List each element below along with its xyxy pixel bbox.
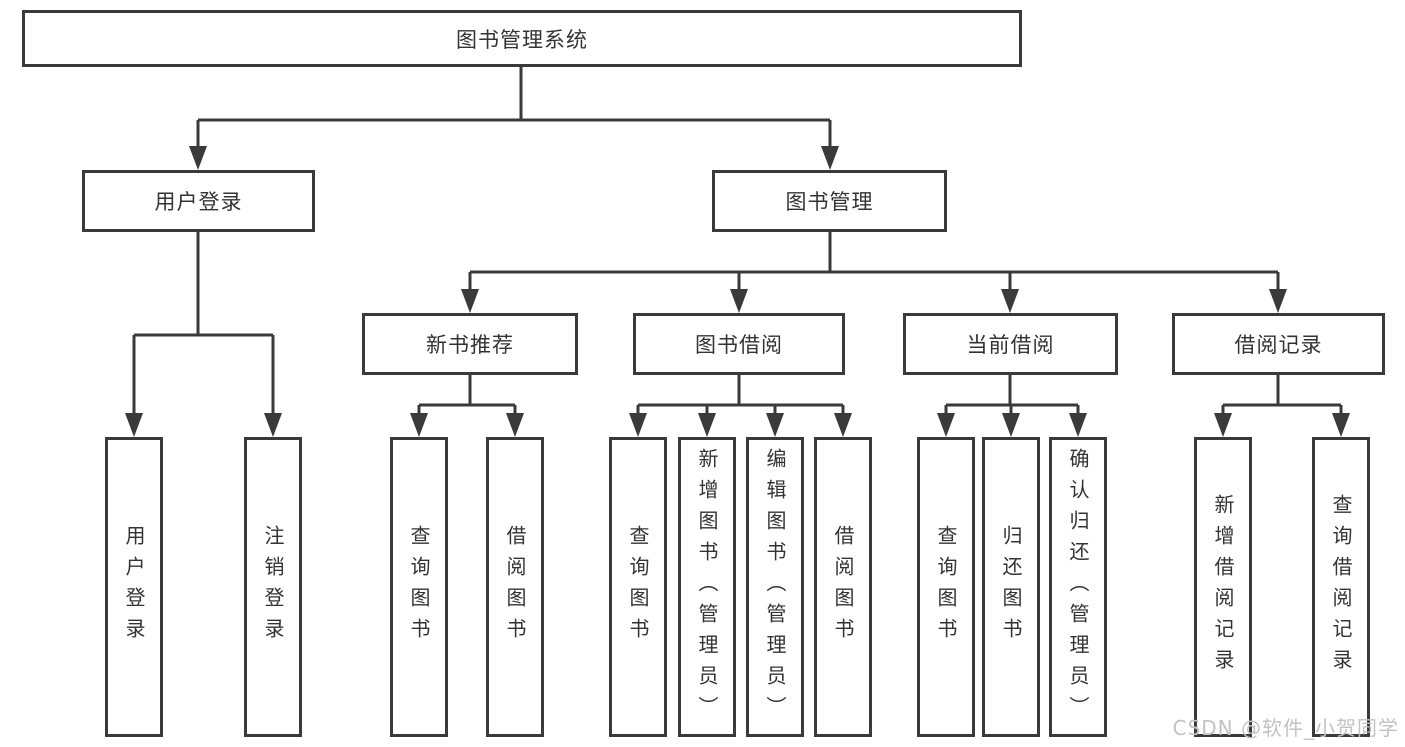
leaf-br-query-record: 查询借阅记录: [1312, 437, 1370, 737]
node-book-borrow: 图书借阅: [633, 313, 845, 375]
node-new-book-recommend: 新书推荐: [362, 313, 578, 375]
leaf-bb-edit-books-admin: 编辑图书（管理员）: [746, 437, 804, 737]
node-book-management: 图书管理: [712, 170, 947, 232]
leaf-bb-borrow-books: 借阅图书: [814, 437, 872, 737]
leaf-nb-borrow-books: 借阅图书: [486, 437, 544, 737]
node-borrow-records: 借阅记录: [1172, 313, 1385, 375]
leaf-nb-query-books: 查询图书: [390, 437, 448, 737]
leaf-cb-confirm-return-admin: 确认归还（管理员）: [1049, 437, 1107, 737]
leaf-br-add-record: 新增借阅记录: [1194, 437, 1252, 737]
node-current-borrow: 当前借阅: [903, 313, 1118, 375]
leaf-user-login: 用户登录: [105, 437, 163, 737]
leaf-cb-return-books: 归还图书: [982, 437, 1040, 737]
leaf-bb-query-books: 查询图书: [609, 437, 667, 737]
node-root: 图书管理系统: [22, 10, 1022, 67]
leaf-cb-query-books: 查询图书: [917, 437, 975, 737]
leaf-logout: 注销登录: [244, 437, 302, 737]
node-user-login: 用户登录: [82, 170, 315, 232]
csdn-watermark: CSDN @软件_小贺同学: [1172, 716, 1399, 740]
leaf-bb-add-books-admin: 新增图书（管理员）: [678, 437, 736, 737]
